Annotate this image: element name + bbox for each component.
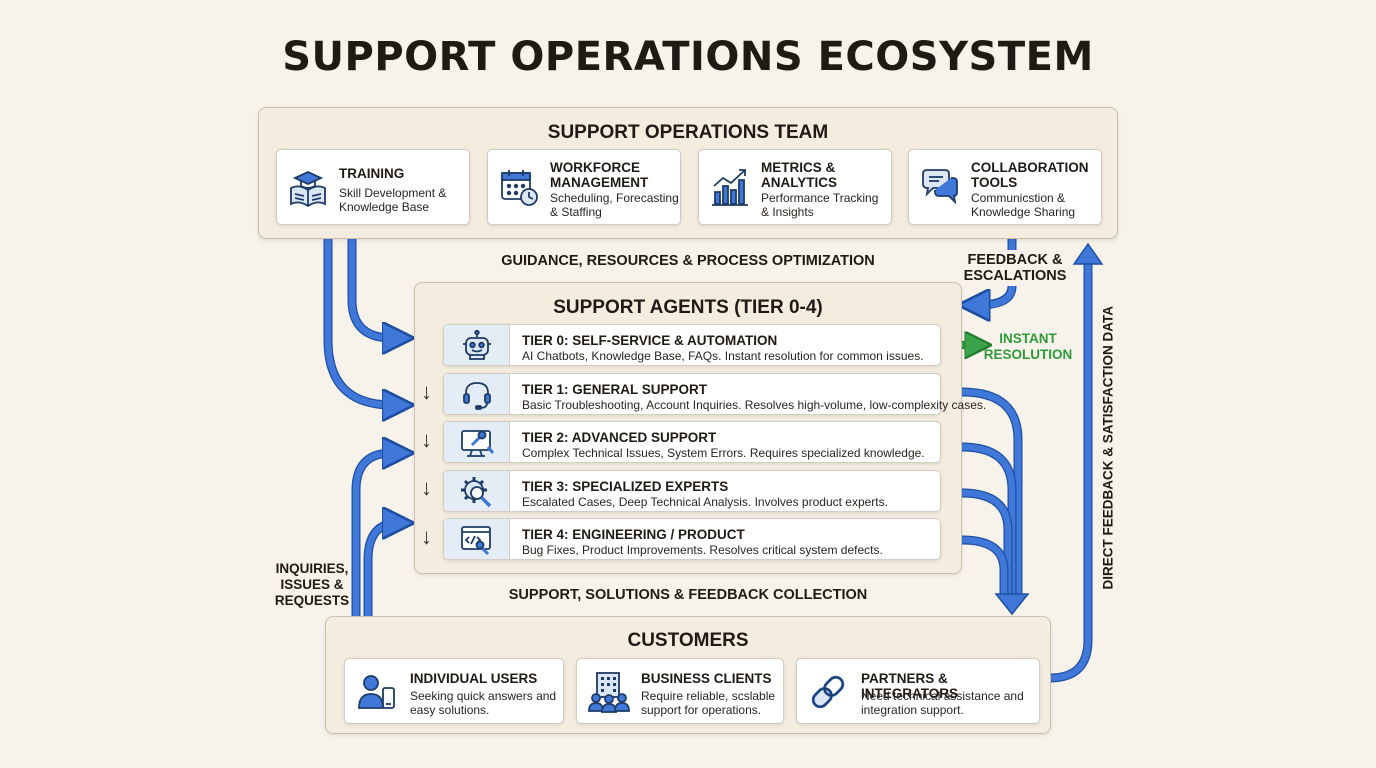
training-book-icon — [287, 166, 329, 213]
tier-desc: AI Chatbots, Knowledge Base, FAQs. Insta… — [522, 349, 924, 363]
team-card-workforce: WORKFORCE MANAGEMENT Scheduling, Forecas… — [487, 149, 681, 225]
tier-card-0: TIER 0: SELF-SERVICE & AUTOMATION AI Cha… — [443, 324, 941, 366]
team-card-desc: Communicstion & Knowledge Sharing — [971, 191, 1076, 219]
customer-card-partners: PARTNERS & INTEGRATORS Need technical as… — [796, 658, 1040, 724]
customers-panel: CUSTOMERS INDIVIDUAL USERS Seeking quick… — [325, 616, 1051, 734]
team-panel-title: SUPPORT OPERATIONS TEAM — [547, 122, 829, 143]
tier-card-1: TIER 1: GENERAL SUPPORT Basic Troublesho… — [443, 373, 986, 416]
escalation-down-icon: ↓ — [421, 524, 432, 549]
team-card-title: METRICS & ANALYTICS — [761, 160, 838, 190]
support-operations-team-panel: SUPPORT OPERATIONS TEAM TRAINING Skill D… — [258, 107, 1118, 239]
escalation-down-icon: ↓ — [421, 379, 432, 404]
support-solutions-label: SUPPORT, SOLUTIONS & FEEDBACK COLLECTION — [508, 587, 868, 603]
tier-icon-box — [444, 471, 510, 511]
team-card-desc: Skill Development & Knowledge Base — [339, 186, 447, 214]
instant-resolution-label: INSTANT RESOLUTION — [983, 331, 1073, 362]
team-card-collaboration: COLLABORATION TOOLS Communicstion & Know… — [908, 149, 1102, 225]
escalation-down-icon: ↓ — [421, 427, 432, 452]
user-phone-icon — [357, 672, 399, 719]
team-card-title: TRAINING — [339, 166, 405, 181]
support-agents-panel: SUPPORT AGENTS (TIER 0-4) ↓ ↓ ↓ ↓ TIER 0… — [414, 282, 986, 574]
customer-card-individual: INDIVIDUAL USERS Seeking quick answers a… — [344, 658, 564, 724]
to-customers-arrowhead — [994, 593, 1030, 616]
bar-chart-icon — [709, 166, 751, 213]
tier-title: TIER 4: ENGINEERING / PRODUCT — [522, 527, 745, 542]
agents-panel-title: SUPPORT AGENTS (TIER 0-4) — [553, 297, 823, 318]
customer-card-desc: Seeking quick answers and easy solutions… — [410, 689, 557, 717]
team-card-metrics: METRICS & ANALYTICS Performance Tracking… — [698, 149, 892, 225]
chain-link-icon — [807, 671, 849, 718]
robot-icon — [460, 329, 494, 367]
customer-card-title: INDIVIDUAL USERS — [410, 671, 538, 686]
customers-panel-title: CUSTOMERS — [627, 630, 749, 651]
direct-feedback-label: DIRECT FEEDBACK & SATISFACTION DATA — [1100, 306, 1116, 590]
escalation-down-icon: ↓ — [421, 475, 432, 500]
team-card-title: WORKFORCE MANAGEMENT — [550, 160, 649, 190]
customer-card-business: BUSINESS CLIENTS Require reliable, scsla… — [576, 658, 784, 724]
code-window-icon — [460, 524, 494, 561]
page-title: SUPPORT OPERATIONS ECOSYSTEM — [282, 34, 1094, 80]
tier-title: TIER 0: SELF-SERVICE & AUTOMATION — [522, 333, 778, 348]
gear-search-icon — [460, 476, 494, 513]
tier-title: TIER 1: GENERAL SUPPORT — [522, 382, 708, 397]
tier-title: TIER 3: SPECIALIZED EXPERTS — [522, 479, 729, 494]
team-card-training: TRAINING Skill Development & Knowledge B… — [276, 149, 470, 225]
tier-card-2: TIER 2: ADVANCED SUPPORT Complex Technic… — [443, 421, 941, 463]
customer-card-desc: Need technical assistance and integratio… — [861, 689, 1024, 717]
team-card-desc: Scheduling, Forecasting & Staffing — [550, 191, 679, 219]
guidance-label: GUIDANCE, RESOURCES & PROCESS OPTIMIZATI… — [501, 253, 875, 269]
customer-card-desc: Require reliable, scslable support for o… — [641, 689, 776, 717]
chat-bubbles-icon — [919, 166, 961, 213]
calendar-clock-icon — [498, 166, 540, 213]
headset-icon — [460, 379, 494, 416]
team-card-desc: Performance Tracking & Insights — [761, 191, 879, 219]
inquiries-label: INQUIRIES, ISSUES & REQUESTS — [274, 561, 350, 608]
tier-desc: Basic Troubleshooting, Account Inquiries… — [522, 398, 987, 412]
feedback-escalations-label: FEEDBACK & ESCALATIONS — [963, 252, 1067, 284]
team-card-title: COLLABORATION TOOLS — [971, 160, 1089, 190]
tier-card-3: TIER 3: SPECIALIZED EXPERTS Escalated Ca… — [443, 470, 941, 512]
tier-title: TIER 2: ADVANCED SUPPORT — [522, 430, 717, 445]
customer-card-title: PARTNERS & INTEGRATORS — [861, 671, 959, 701]
tier-desc: Complex Technical Issues, System Errors.… — [522, 446, 925, 460]
tier-desc: Bug Fixes, Product Improvements. Resolve… — [522, 543, 883, 557]
customer-card-title: BUSINESS CLIENTS — [641, 671, 772, 686]
direct-feedback-arrow — [1049, 262, 1093, 683]
tier-desc: Escalated Cases, Deep Technical Analysis… — [522, 495, 888, 509]
monitor-wrench-icon — [460, 427, 495, 464]
building-people-icon — [587, 670, 631, 719]
tier-card-4: TIER 4: ENGINEERING / PRODUCT Bug Fixes,… — [443, 518, 941, 560]
